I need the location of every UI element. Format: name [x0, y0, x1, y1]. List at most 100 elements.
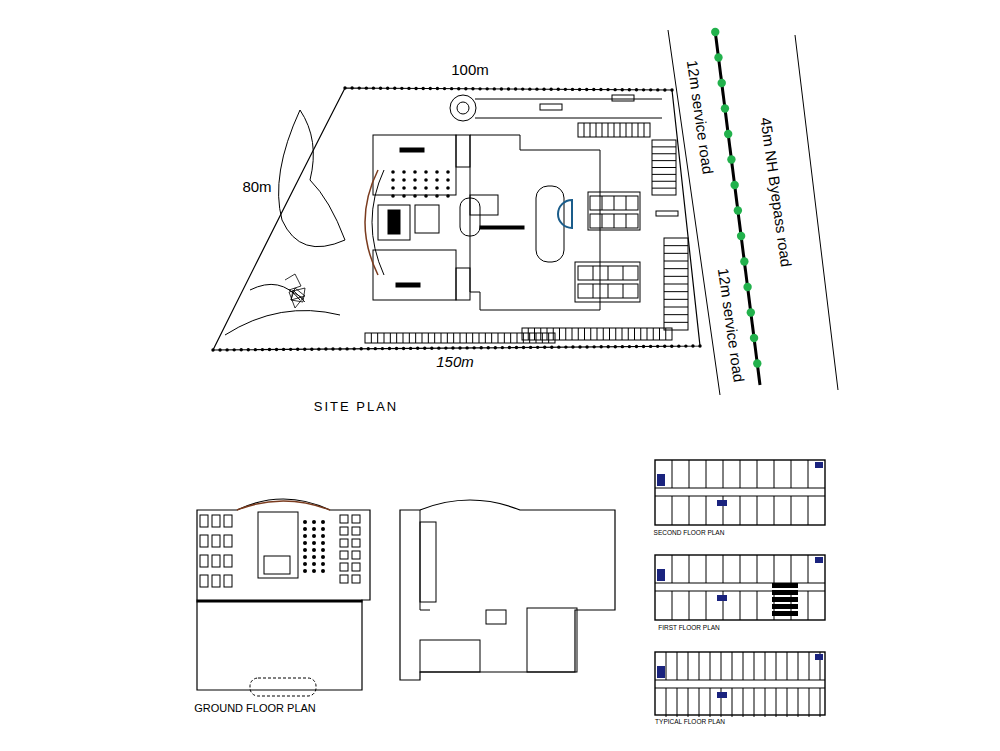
- circle-shape: [444, 346, 447, 349]
- rect-shape: [664, 238, 688, 330]
- rect-shape: [352, 515, 360, 523]
- circle-shape: [436, 87, 439, 90]
- circle-shape: [614, 345, 617, 348]
- circle-shape: [628, 345, 631, 348]
- line-shape: [668, 30, 720, 395]
- line-shape: [689, 496, 690, 525]
- circle-shape: [393, 87, 396, 90]
- line-shape: [776, 652, 777, 680]
- circle-shape: [730, 181, 738, 189]
- road-label: 45m NH Byepass road: [756, 114, 794, 270]
- line-shape: [809, 652, 810, 680]
- line-shape: [652, 146, 676, 147]
- line-shape: [572, 328, 573, 340]
- circle-shape: [391, 170, 395, 174]
- line-shape: [798, 688, 799, 717]
- circle-shape: [360, 347, 363, 350]
- line-shape: [547, 328, 548, 340]
- line-shape: [603, 328, 604, 340]
- room-partitions: [200, 460, 825, 717]
- circle-shape: [599, 345, 602, 348]
- line-shape: [677, 688, 678, 717]
- circle-shape: [321, 541, 325, 545]
- line-shape: [757, 555, 758, 583]
- circle-shape: [402, 186, 406, 190]
- line-shape: [396, 333, 397, 343]
- circle-shape: [310, 347, 313, 350]
- line-shape: [622, 328, 623, 340]
- line-shape: [774, 555, 775, 583]
- circle-shape: [218, 348, 221, 351]
- line-shape: [706, 496, 707, 525]
- rect-shape: [772, 597, 798, 602]
- circle-shape: [663, 88, 666, 91]
- circle-shape: [521, 87, 524, 90]
- circle-shape: [303, 520, 307, 524]
- line-shape: [536, 333, 537, 343]
- rect-shape: [815, 557, 823, 563]
- circle-shape: [321, 548, 325, 552]
- rect-shape: [197, 600, 362, 602]
- circle-shape: [734, 206, 742, 214]
- line-shape: [614, 123, 615, 137]
- rect-shape: [200, 575, 208, 587]
- rect-shape: [224, 535, 232, 547]
- line-shape: [808, 591, 809, 620]
- line-shape: [517, 333, 518, 343]
- line-shape: [774, 496, 775, 525]
- circle-shape: [303, 541, 307, 545]
- line-shape: [743, 688, 744, 717]
- circle-shape: [303, 555, 307, 559]
- line-shape: [652, 188, 676, 189]
- line-shape: [597, 328, 598, 340]
- line-shape: [523, 333, 524, 343]
- circle-shape: [321, 562, 325, 566]
- line-shape: [626, 214, 627, 228]
- circle-shape: [275, 348, 278, 351]
- circle-shape: [402, 170, 406, 174]
- line-shape: [688, 652, 689, 680]
- circle-shape: [232, 348, 235, 351]
- circle-shape: [321, 527, 325, 531]
- dimension-label: 80m: [240, 179, 273, 196]
- circle-shape: [303, 527, 307, 531]
- circle-shape: [514, 87, 517, 90]
- rect-shape: [388, 210, 400, 234]
- circle-shape: [331, 347, 334, 350]
- circle-shape: [542, 88, 545, 91]
- line-shape: [540, 328, 541, 340]
- line-shape: [740, 555, 741, 583]
- line-shape: [593, 284, 594, 298]
- line-shape: [666, 688, 667, 717]
- circle-shape: [435, 170, 439, 174]
- circle-shape: [343, 86, 346, 89]
- rect-shape: [224, 555, 232, 567]
- circle-shape: [365, 86, 368, 89]
- line-shape: [776, 688, 777, 717]
- line-shape: [765, 688, 766, 717]
- line-shape: [590, 328, 591, 340]
- rect-shape: [656, 211, 678, 216]
- circle-shape: [753, 359, 761, 367]
- circle-shape: [585, 345, 588, 348]
- circle-shape: [303, 534, 307, 538]
- line-shape: [584, 123, 585, 137]
- line-shape: [528, 328, 529, 340]
- circle-shape: [535, 87, 538, 90]
- circle-shape: [303, 569, 307, 573]
- line-shape: [596, 123, 597, 137]
- line-shape: [706, 555, 707, 583]
- circle-shape: [507, 87, 510, 90]
- site-plan-drawing: [211, 28, 838, 573]
- circle-shape: [430, 347, 433, 350]
- line-shape: [787, 652, 788, 680]
- rect-shape: [378, 205, 410, 240]
- rect-shape: [340, 551, 348, 559]
- rect-shape: [522, 328, 672, 340]
- rect-shape: [415, 205, 439, 233]
- circle-shape: [642, 345, 645, 348]
- line-shape: [384, 333, 385, 343]
- line-shape: [510, 333, 511, 343]
- circle-shape: [312, 555, 316, 559]
- circle-shape: [457, 102, 469, 114]
